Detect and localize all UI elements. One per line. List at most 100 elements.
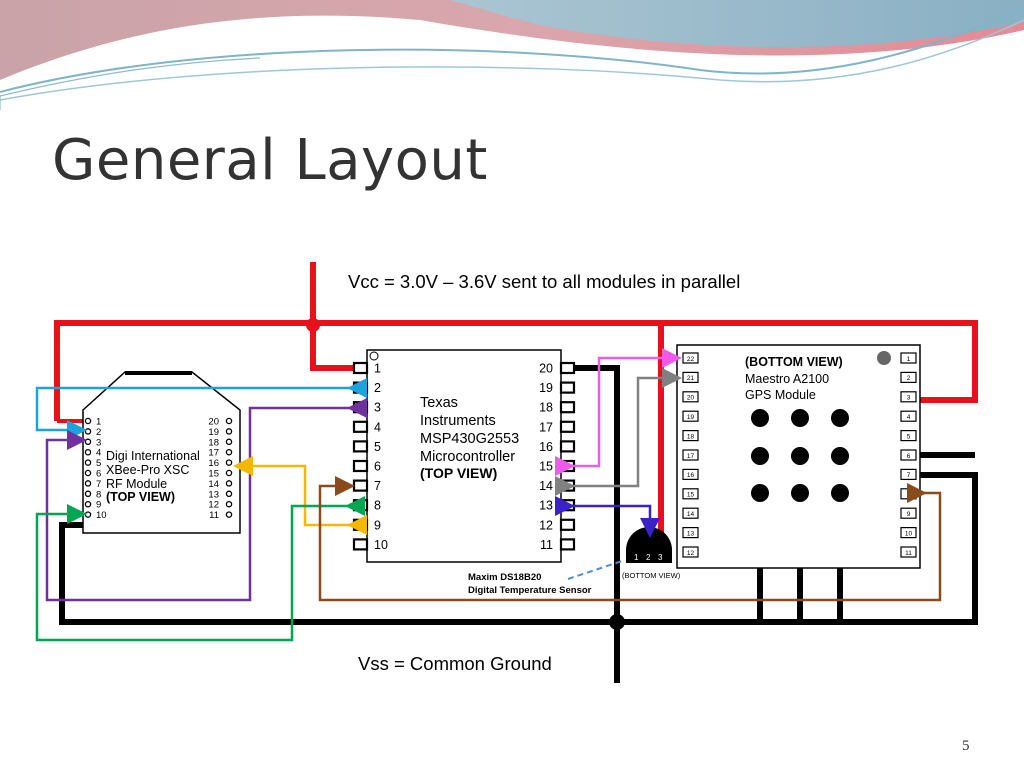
sensor-view-label: (BOTTOM VIEW) [622, 571, 681, 580]
gps-pin-label: 21 [687, 375, 695, 382]
gps-pin-label: 3 [907, 395, 911, 402]
msp-pin-label: 14 [539, 479, 553, 493]
xbee-pin-label: 7 [96, 479, 101, 490]
gps-pin-label: 20 [687, 395, 695, 402]
msp-pin-pad [559, 361, 576, 375]
msp-pin-label: 13 [539, 499, 553, 513]
xbee-pin-label: 13 [208, 489, 219, 500]
gps-pin-box [900, 410, 917, 422]
msp-pin-label: 12 [539, 518, 553, 532]
xbee-pin-dot [225, 480, 233, 487]
xbee-pin-dot [84, 469, 92, 477]
msp-pin-pad [352, 381, 369, 394]
gps-pin-label: 22 [687, 356, 695, 363]
msp-pin-pad [559, 518, 576, 531]
msp-name-line2: Instruments [420, 413, 496, 429]
msp-pin-label: 19 [539, 381, 553, 395]
msp-pin-label: 1 [374, 362, 381, 376]
msp-pin-pad [352, 420, 369, 433]
ground-junction [609, 614, 625, 630]
msp-pin-pad [352, 361, 369, 375]
xbee-pin-label: 11 [209, 510, 219, 521]
wire-blue [555, 496, 660, 538]
xbee-pin-dot [84, 511, 92, 518]
gps-pin-label: 7 [907, 472, 911, 479]
gps-pin-label: 5 [907, 433, 911, 440]
msp-pin-label: 15 [539, 460, 553, 474]
xbee-pin-dot [225, 428, 233, 435]
xbee-pin-dot [84, 480, 92, 487]
xbee-pin-dot [84, 448, 92, 456]
msp-pin-label: 7 [374, 479, 381, 493]
gps-pin-box [682, 352, 699, 364]
gps-pin-box [900, 371, 917, 383]
xbee-pin-label: 19 [208, 427, 219, 438]
xbee-pin-dot [84, 417, 92, 425]
wire-cyan [35, 378, 367, 440]
gps-pin-label: 6 [907, 453, 911, 460]
gps-pin-box [900, 430, 917, 442]
msp-pin-pad [559, 440, 576, 453]
xbee-pin-dot [225, 417, 233, 425]
msp-pin-label: 2 [374, 381, 381, 395]
sensor-name-line1: Maxim DS18B20 [468, 572, 541, 583]
header-swoosh [0, 0, 1024, 110]
xbee-pin-dot [84, 459, 92, 466]
gps-pin-box [900, 507, 917, 519]
xbee-pin-dot [225, 459, 233, 466]
xbee-pin-label: 20 [208, 417, 219, 428]
xbee-pin-dot [225, 511, 233, 518]
xbee-pin-label: 2 [96, 427, 101, 438]
page-number: 5 [962, 738, 970, 754]
msp-pin-pad [352, 459, 369, 473]
xbee-pin-label: 8 [96, 489, 101, 500]
msp-name-line1: Texas [420, 395, 458, 411]
gps-pin-box [900, 526, 917, 539]
gps-pin-label: 13 [687, 530, 695, 537]
gps-name-line1: Maestro A2100 [745, 372, 829, 386]
gps-ground-pads [751, 409, 849, 502]
gps-pin-box [682, 410, 699, 422]
xbee-pin-label: 16 [208, 458, 219, 469]
xbee-view-label: (TOP VIEW) [106, 490, 175, 504]
msp-pin-label: 5 [374, 440, 381, 454]
wire-brown [318, 476, 942, 602]
gps-pin-box [682, 371, 699, 383]
msp-pin-pad [352, 538, 369, 551]
gps-pin-box [682, 430, 699, 442]
xbee-name-line2: XBee-Pro XSC [106, 463, 189, 477]
xbee-pin-label: 1 [96, 417, 101, 428]
msp-pin-label: 16 [539, 440, 553, 454]
sensor-pointer [567, 559, 626, 580]
msp-pin-pad [352, 518, 369, 531]
msp-pin-label: 10 [374, 538, 388, 552]
gps-pin-label: 15 [687, 492, 695, 499]
xbee-pin-label: 9 [96, 500, 101, 511]
wire-purple [45, 398, 367, 602]
xbee-pin-label: 18 [208, 437, 219, 448]
gps-pin-box [682, 526, 699, 539]
xbee-pin-dot [225, 448, 233, 456]
sensor-pin-3: 3 [658, 553, 663, 562]
xbee-pin-dot [84, 500, 92, 508]
xbee-pin-label: 14 [208, 479, 219, 490]
gps-pin-box [682, 449, 699, 461]
xbee-pin-dot [225, 438, 233, 446]
msp-pin-pad [559, 381, 576, 394]
gps-view-label: (BOTTOM VIEW) [745, 355, 843, 369]
msp-pin-label: 17 [539, 420, 553, 434]
gps-pin-label: 10 [905, 530, 913, 537]
gps-pin-label: 12 [687, 550, 695, 557]
gps-pin-box [682, 546, 699, 558]
gps-pin-label: 18 [687, 433, 695, 440]
sensor-pin-1: 1 [634, 553, 639, 562]
gps-pin-label: 16 [687, 472, 695, 479]
gps-pin-label: 2 [907, 375, 911, 382]
sensor-name-line2: Digital Temperature Sensor [468, 585, 592, 596]
gps-pin-label: 14 [687, 511, 695, 518]
msp-pin-pad [352, 499, 369, 512]
vcc-label: Vcc = 3.0V – 3.6V sent to all modules in… [348, 271, 740, 292]
gps-pin-box [900, 391, 917, 403]
